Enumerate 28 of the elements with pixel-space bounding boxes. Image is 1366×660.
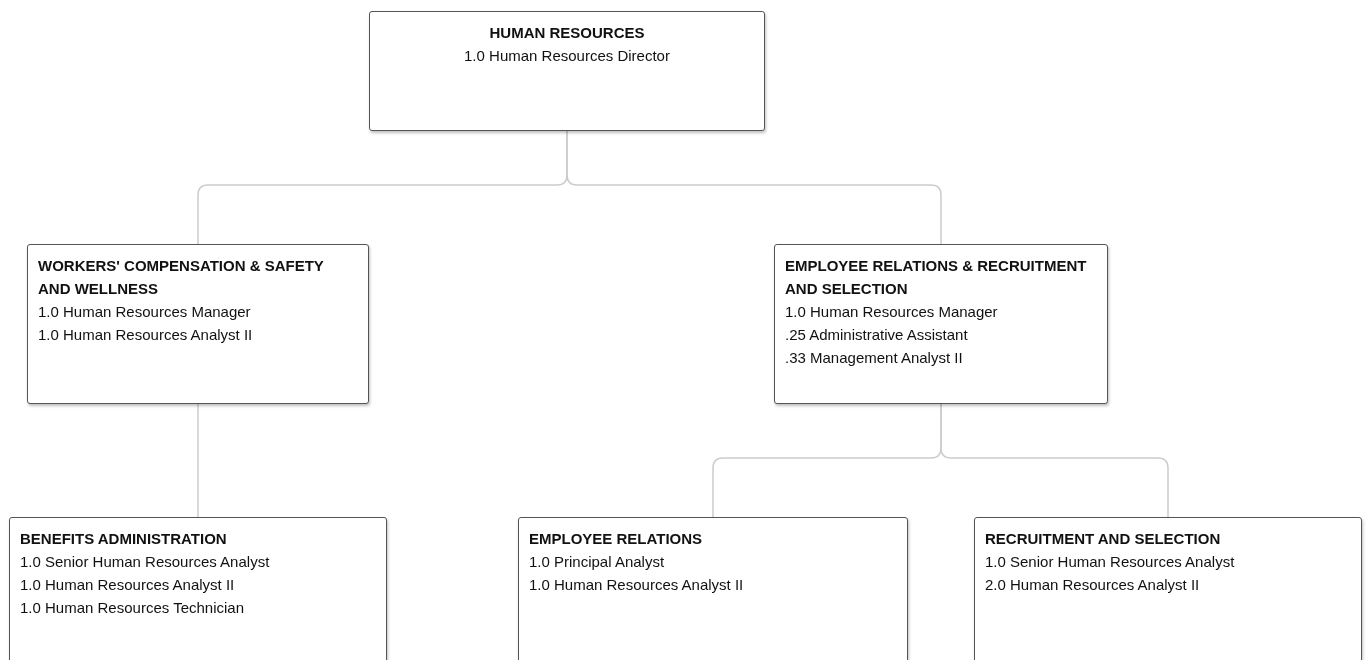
unit-heading: WORKERS' COMPENSATION & SAFETY AND WELLNESS: [38, 256, 325, 299]
org-unit-box: [774, 244, 1108, 404]
staff-position: 1.0 Principal Analyst: [529, 552, 666, 572]
connector-line: [566, 130, 942, 245]
staff-position: 1.0 Human Resources Manager: [38, 302, 252, 322]
staff-position: 1.0 Human Resources Analyst II: [38, 325, 254, 345]
org-unit-box: [369, 11, 765, 131]
staff-position: .25 Administrative Assistant: [785, 325, 969, 345]
connector-line: [940, 403, 1169, 518]
staff-position: 1.0 Human Resources Analyst II: [20, 575, 236, 595]
org-unit-box: [27, 244, 369, 404]
staff-position: .33 Management Analyst II: [785, 348, 964, 368]
staff-position: 2.0 Human Resources Analyst II: [985, 575, 1201, 595]
org-unit-box: [974, 517, 1362, 660]
staff-position: 1.0 Human Resources Analyst II: [529, 575, 745, 595]
staff-position: 1.0 Human Resources Director: [463, 46, 671, 66]
unit-heading: EMPLOYEE RELATIONS & RECRUITMENT AND SELECTION: [785, 256, 1088, 299]
org-unit-box: [518, 517, 908, 660]
staff-position: 1.0 Human Resources Manager: [785, 302, 999, 322]
unit-heading: EMPLOYEE RELATIONS: [529, 529, 704, 549]
staff-position: 1.0 Senior Human Resources Analyst: [985, 552, 1236, 572]
connector-line: [197, 403, 199, 518]
unit-heading: RECRUITMENT AND SELECTION: [985, 529, 1222, 549]
unit-heading: BENEFITS ADMINISTRATION: [20, 529, 228, 549]
unit-heading: HUMAN RESOURCES: [488, 23, 646, 43]
org-unit-box: [9, 517, 387, 660]
staff-position: 1.0 Senior Human Resources Analyst: [20, 552, 271, 572]
staff-position: 1.0 Human Resources Technician: [20, 598, 245, 618]
